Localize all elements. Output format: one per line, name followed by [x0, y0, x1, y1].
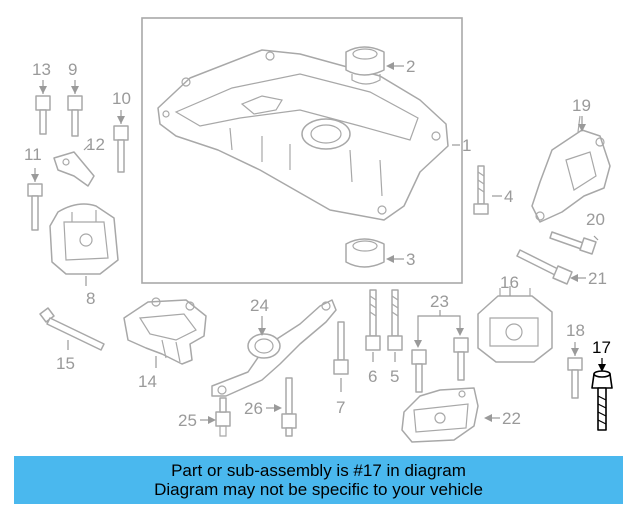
part-12-bracket[interactable] [53, 151, 95, 187]
part-21-bolt[interactable] [516, 249, 573, 285]
part-10-bolt[interactable] [113, 125, 129, 173]
part-8-engine-mount[interactable] [49, 203, 119, 275]
part-11-bolt[interactable] [27, 183, 43, 231]
callout-25: 25 [178, 411, 197, 430]
part-1-subframe[interactable] [157, 49, 449, 221]
callout-20: 20 [586, 210, 605, 229]
callout-8: 8 [86, 289, 95, 308]
part-14-bracket[interactable] [123, 297, 207, 365]
part-5-bolt[interactable] [387, 289, 403, 351]
callout-6: 6 [368, 367, 377, 386]
callout-26: 26 [244, 399, 263, 418]
part-18-bolt[interactable] [567, 357, 583, 399]
callout-5: 5 [390, 367, 399, 386]
callout-16: 16 [500, 273, 519, 292]
part-20-bolt[interactable] [549, 231, 597, 255]
part-9-bolt[interactable] [67, 95, 83, 137]
callout-10: 10 [112, 89, 131, 108]
callout-1: 1 [462, 136, 471, 155]
callout-24: 24 [250, 296, 269, 315]
banner-line-1: Part or sub-assembly is #17 in diagram [171, 461, 466, 480]
part-25-bolt[interactable] [215, 397, 231, 437]
part-26-bolt[interactable] [281, 377, 297, 437]
parts-diagram: 1 2 3 4 6 5 7 [24, 17, 613, 443]
info-banner: Part or sub-assembly is #17 in diagram D… [14, 456, 623, 504]
callout-3: 3 [406, 250, 415, 269]
callout-17: 17 [592, 338, 611, 357]
part-17-bolt[interactable] [591, 370, 613, 431]
part-4-bolt[interactable] [473, 165, 489, 215]
callout-4: 4 [504, 187, 513, 206]
callout-22: 22 [502, 409, 521, 428]
callout-21: 21 [588, 269, 607, 288]
part-7-bolt[interactable] [333, 321, 349, 375]
part-6-bolt[interactable] [365, 289, 381, 351]
banner-line-2: Diagram may not be specific to your vehi… [154, 480, 483, 499]
part-3-bushing[interactable] [345, 238, 385, 268]
part-24-torque-arm[interactable] [211, 299, 337, 397]
callout-7: 7 [336, 398, 345, 417]
callout-15: 15 [56, 354, 75, 373]
callout-9: 9 [68, 60, 77, 79]
part-2-bushing[interactable] [345, 46, 385, 85]
callout-14: 14 [138, 372, 157, 391]
part-22-mount[interactable] [401, 387, 479, 443]
subframe-box [141, 17, 463, 284]
callout-12: 12 [86, 135, 105, 154]
callout-23: 23 [430, 292, 449, 311]
callout-2: 2 [406, 57, 415, 76]
part-13-bolt[interactable] [35, 95, 51, 135]
callout-11: 11 [24, 145, 42, 164]
callout-18: 18 [566, 321, 585, 340]
part-19-bracket[interactable] [531, 115, 611, 223]
part-16-trans-mount[interactable] [477, 288, 553, 363]
part-15-bolt[interactable] [39, 307, 105, 351]
callout-19: 19 [572, 96, 591, 115]
callout-13: 13 [32, 60, 51, 79]
part-23-bolts[interactable] [411, 337, 469, 393]
